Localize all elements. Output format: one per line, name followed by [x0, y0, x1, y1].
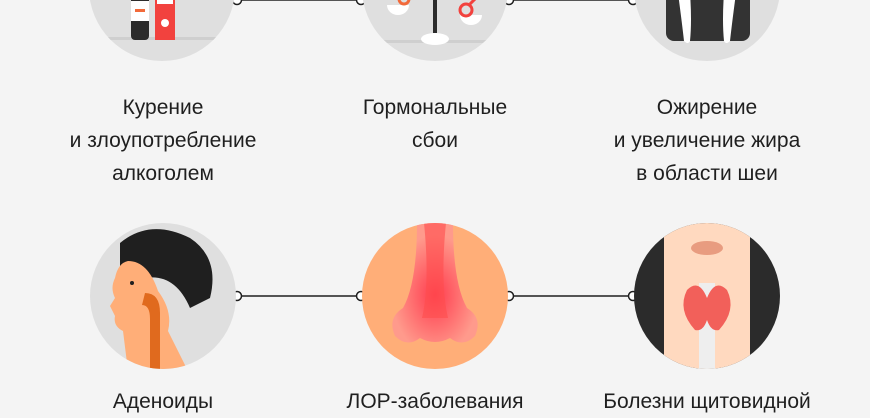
nose-icon: [362, 223, 508, 369]
thyroid-icon: [634, 223, 780, 369]
caption-line: Болезни щитовидной: [603, 390, 811, 413]
caption-line: Ожирение: [656, 96, 758, 119]
caption-line: Курение: [122, 96, 204, 119]
caption-ent: ЛОР-заболевания: [305, 385, 565, 418]
head-airway-icon: [90, 223, 236, 369]
caption-line: ЛОР-заболевания: [346, 390, 524, 413]
caption-obesity: Ожирение и увеличение жира в области шеи: [577, 91, 837, 190]
caption-thyroid: Болезни щитовидной: [577, 385, 837, 418]
caption-line: в области шеи: [636, 162, 778, 185]
caption-hormonal: Гормональные сбои: [305, 91, 565, 157]
caption-line: Аденоиды: [112, 390, 214, 413]
caption-adenoids: Аденоиды: [33, 385, 293, 418]
caption-line: сбои: [412, 129, 458, 152]
caption-line: и увеличение жира: [613, 129, 801, 152]
caption-line: алкоголем: [112, 162, 214, 185]
caption-smoking: Курение и злоупотребление алкоголем: [33, 91, 293, 190]
caption-line: и злоупотребление: [69, 129, 257, 152]
caption-line: Гормональные: [362, 96, 508, 119]
